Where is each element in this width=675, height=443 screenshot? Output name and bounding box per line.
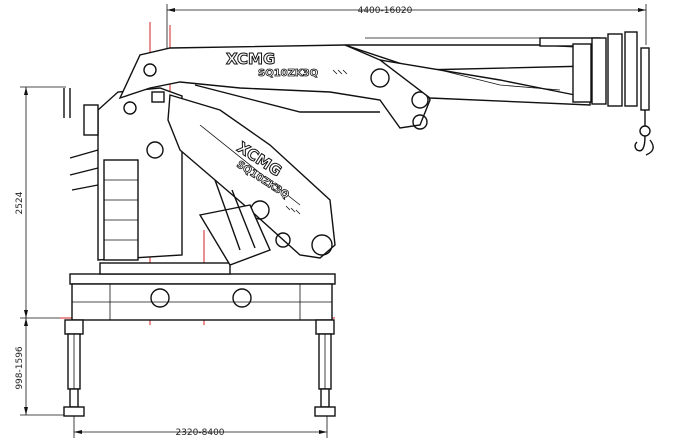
reach-dimension-label: 4400-16020 xyxy=(358,6,413,16)
base-hole-right xyxy=(232,288,252,308)
base-hole-left xyxy=(150,288,170,308)
column xyxy=(63,87,183,261)
base-frame xyxy=(69,262,336,321)
control-box xyxy=(83,104,99,136)
span-dimension: 2320-8400 xyxy=(73,416,328,438)
leg-dimension-label: 998-1596 xyxy=(15,346,25,390)
inner-boom: XCMG SQ10ZK3Q xyxy=(167,94,336,266)
main-boom-brand: XCMG xyxy=(226,50,275,68)
main-boom: XCMG SQ10ZK3Q xyxy=(118,44,431,130)
main-boom-model: SQ10ZK3Q xyxy=(258,68,318,79)
span-dimension-label: 2320-8400 xyxy=(175,428,224,438)
height-dimension-label: 2524 xyxy=(15,191,25,214)
outrigger-right xyxy=(314,319,336,417)
telescopic-sections xyxy=(344,31,638,107)
outrigger-left xyxy=(63,319,85,417)
height-dimension: 2524 xyxy=(15,86,70,319)
leg-dimension: 998-1596 xyxy=(15,318,72,416)
hook xyxy=(634,47,654,156)
